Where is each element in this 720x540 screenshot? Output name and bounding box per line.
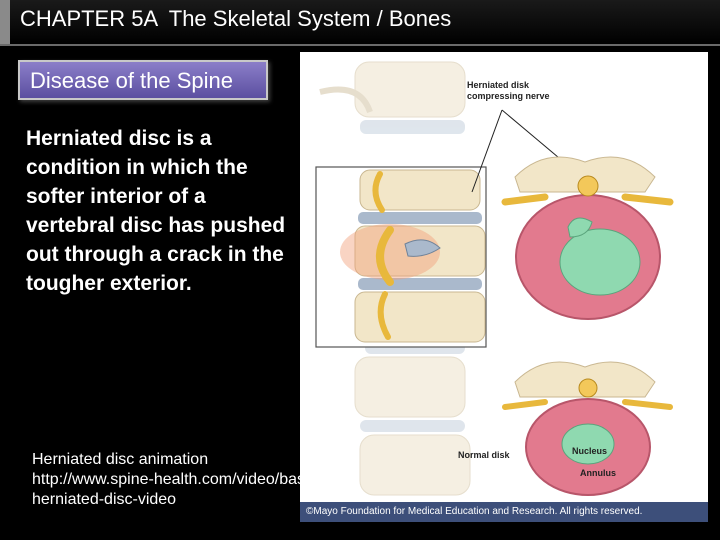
spine-drawing: [315, 61, 674, 496]
normal-disc-diagram: [502, 361, 673, 496]
link-label: Herniated disc animation: [32, 451, 209, 468]
herniated-disc-diagram: [501, 156, 674, 320]
body-text: Herniated disc is a condition in which t…: [26, 127, 286, 295]
title-accent: [0, 0, 10, 44]
copyright-text: ©Mayo Foundation for Medical Education a…: [306, 506, 643, 517]
animation-link-block[interactable]: Herniated disc animation http://www.spin…: [32, 450, 392, 510]
label-herniated-line1: Herniated disk: [467, 80, 530, 90]
label-normal-disk: Normal disk: [458, 450, 510, 460]
subtitle-box: Disease of the Spine: [18, 60, 268, 100]
slide-title: CHAPTER 5A The Skeletal System / Bones: [20, 6, 452, 31]
label-nucleus: Nucleus: [572, 446, 608, 456]
link-url-line1[interactable]: http://www.spine-health.com/video/basic-: [32, 471, 322, 488]
copyright-bar: ©Mayo Foundation for Medical Education a…: [300, 502, 708, 522]
label-herniated-line2: compressing nerve: [467, 91, 550, 101]
label-herniated: Herniated disk compressing nerve: [467, 80, 550, 102]
label-annulus: Annulus: [580, 468, 616, 478]
link-url-line2[interactable]: herniated-disc-video: [32, 491, 177, 508]
title-bar: CHAPTER 5A The Skeletal System / Bones: [0, 0, 720, 46]
spine-illustration: Herniated disk compressing nerve Normal …: [300, 52, 708, 522]
slide-subtitle: Disease of the Spine: [30, 68, 234, 93]
